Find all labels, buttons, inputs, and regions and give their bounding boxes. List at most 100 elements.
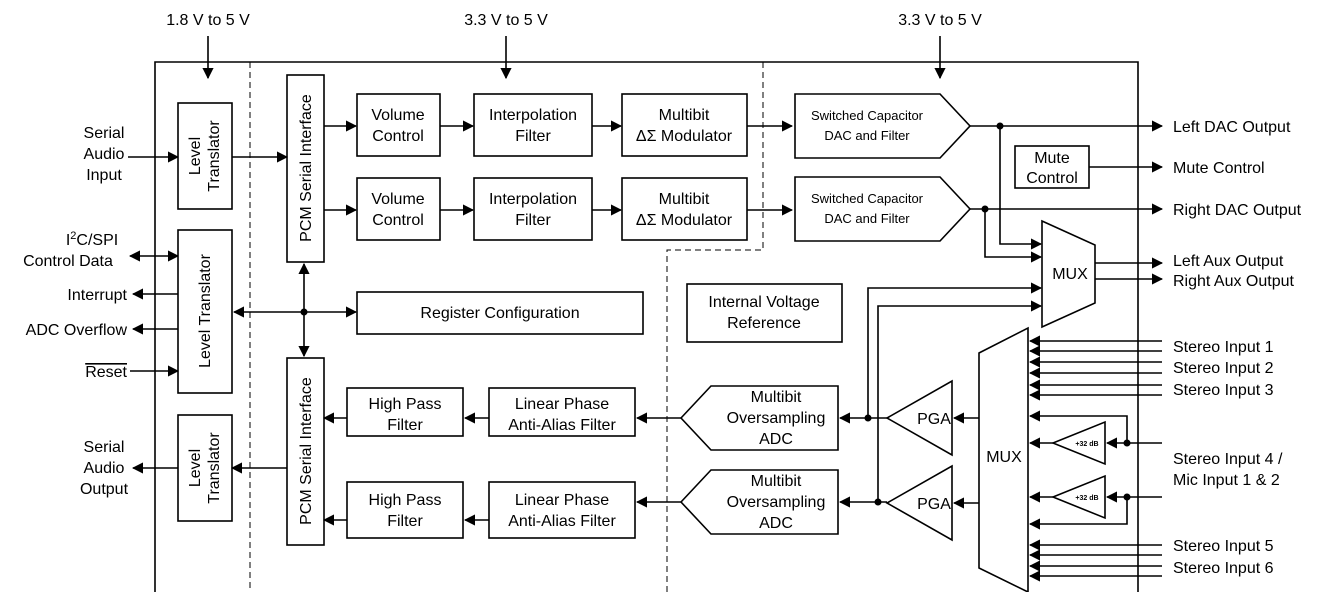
- svg-text:Control: Control: [372, 128, 424, 145]
- interrupt-label: Interrupt: [67, 287, 127, 304]
- svg-text:Switched Capacitor: Switched Capacitor: [811, 108, 924, 123]
- svg-text:Filter: Filter: [387, 417, 423, 434]
- svg-text:Level: Level: [187, 449, 204, 487]
- svg-text:PCM Serial Interface: PCM Serial Interface: [298, 377, 315, 525]
- svg-text:Volume: Volume: [371, 107, 424, 124]
- reset-label: Reset: [85, 364, 127, 381]
- right-aux-output-label: Right Aux Output: [1173, 273, 1295, 290]
- left-dac-output-label: Left DAC Output: [1173, 119, 1291, 136]
- i2c-spi-label: I2C/SPI Control Data: [23, 230, 118, 270]
- svg-text:Interpolation: Interpolation: [489, 107, 577, 124]
- register-configuration-block: Register Configuration: [356, 291, 644, 335]
- switched-cap-dac-top: Switched Capacitor DAC and Filter: [794, 93, 972, 159]
- svg-text:Serial: Serial: [84, 439, 125, 456]
- supply-label-1: 1.8 V to 5 V: [166, 12, 250, 29]
- svg-text:Multibit: Multibit: [659, 191, 710, 208]
- svg-text:Linear Phase: Linear Phase: [515, 492, 609, 509]
- high-pass-filter-bottom: High Pass Filter: [346, 481, 464, 539]
- stereo-input-5-label: Stereo Input 5: [1173, 538, 1274, 555]
- stereo-input-2-label: Stereo Input 2: [1173, 360, 1274, 377]
- svg-text:Anti-Alias Filter: Anti-Alias Filter: [508, 417, 616, 434]
- svg-text:Translator: Translator: [206, 120, 223, 192]
- svg-text:+32 dB: +32 dB: [1075, 441, 1098, 448]
- svg-text:MUX: MUX: [1052, 266, 1088, 283]
- volume-control-bottom: Volume Control: [356, 177, 441, 241]
- multibit-modulator-top: Multibit ΔΣ Modulator: [621, 93, 748, 157]
- internal-voltage-reference-block: Internal Voltage Reference: [686, 283, 843, 343]
- switched-cap-dac-bottom: Switched Capacitor DAC and Filter: [794, 176, 972, 242]
- svg-text:Audio: Audio: [84, 146, 125, 163]
- left-dac-to-mux: [999, 126, 1043, 250]
- svg-text:Internal Voltage: Internal Voltage: [708, 294, 819, 311]
- svg-text:Level Translator: Level Translator: [197, 253, 214, 368]
- stereo-input-1-label: Stereo Input 1: [1173, 339, 1274, 356]
- svg-text:Control Data: Control Data: [23, 253, 113, 270]
- adc2-junction: [874, 498, 882, 506]
- stereo-input-4-label: Stereo Input 4 / Mic Input 1 & 2: [1173, 451, 1283, 489]
- svg-text:Serial: Serial: [84, 125, 125, 142]
- svg-text:Multibit: Multibit: [751, 389, 802, 406]
- mute-control-label: Mute Control: [1173, 160, 1265, 177]
- svg-text:MUX: MUX: [986, 449, 1022, 466]
- svg-text:Multibit: Multibit: [751, 473, 802, 490]
- svg-text:Interpolation: Interpolation: [489, 191, 577, 208]
- svg-text:Mute: Mute: [1034, 150, 1070, 167]
- svg-text:Multibit: Multibit: [659, 107, 710, 124]
- linear-phase-filter-top: Linear Phase Anti-Alias Filter: [488, 387, 636, 437]
- chip-outline: [154, 61, 1139, 592]
- level-translator-top: Level Translator: [177, 102, 233, 210]
- stereo-input-6-label: Stereo Input 6: [1173, 560, 1274, 577]
- level-translator-middle: Level Translator: [177, 229, 233, 394]
- supply-label-2: 3.3 V to 5 V: [464, 12, 548, 29]
- svg-text:Linear Phase: Linear Phase: [515, 396, 609, 413]
- output-mux: MUX: [1041, 219, 1096, 329]
- left-aux-output-label: Left Aux Output: [1173, 253, 1284, 270]
- svg-text:Translator: Translator: [206, 432, 223, 504]
- svg-text:High Pass: High Pass: [369, 492, 442, 509]
- multibit-modulator-bottom: Multibit ΔΣ Modulator: [621, 177, 748, 241]
- mute-control-block: Mute Control: [1014, 145, 1090, 189]
- adc-overflow-label: ADC Overflow: [26, 322, 128, 339]
- mic-gain-top: +32 dB: [1050, 420, 1106, 466]
- svg-text:PCM Serial Interface: PCM Serial Interface: [298, 94, 315, 242]
- svg-text:Oversampling: Oversampling: [727, 410, 826, 427]
- supply-label-3: 3.3 V to 5 V: [898, 12, 982, 29]
- svg-text:Volume: Volume: [371, 191, 424, 208]
- svg-text:+32 dB: +32 dB: [1075, 495, 1098, 502]
- svg-text:ADC: ADC: [759, 431, 793, 448]
- mic-bypass-top: [1028, 410, 1128, 443]
- pga-top: PGA: [885, 379, 953, 457]
- stereo-input-lines: [1028, 335, 1162, 582]
- svg-text:PGA: PGA: [917, 411, 951, 428]
- svg-text:ΔΣ Modulator: ΔΣ Modulator: [636, 128, 733, 145]
- svg-text:Switched Capacitor: Switched Capacitor: [811, 191, 924, 206]
- pcm-serial-interface-top: PCM Serial Interface: [286, 74, 325, 263]
- svg-text:Filter: Filter: [515, 128, 551, 145]
- svg-text:DAC and Filter: DAC and Filter: [824, 128, 910, 143]
- svg-text:ΔΣ Modulator: ΔΣ Modulator: [636, 212, 733, 229]
- input-mux: MUX: [978, 326, 1029, 592]
- serial-audio-output-label: Serial Audio Output: [80, 439, 129, 498]
- svg-text:Anti-Alias Filter: Anti-Alias Filter: [508, 513, 616, 530]
- mic-bypass-bottom: [1028, 497, 1128, 530]
- svg-text:Filter: Filter: [515, 212, 551, 229]
- serial-audio-input-label: Serial Audio Input: [84, 125, 125, 184]
- right-dac-to-mux: [984, 209, 1043, 263]
- mic-gain-bottom: +32 dB: [1050, 474, 1106, 520]
- svg-text:I2C/SPI: I2C/SPI: [66, 230, 118, 249]
- interpolation-filter-bottom: Interpolation Filter: [473, 177, 593, 241]
- high-pass-filter-top: High Pass Filter: [346, 387, 464, 437]
- svg-text:PGA: PGA: [917, 496, 951, 513]
- adc1-to-mux: [867, 282, 1043, 418]
- svg-text:Audio: Audio: [84, 460, 125, 477]
- svg-text:Level: Level: [187, 137, 204, 175]
- svg-text:Register Configuration: Register Configuration: [420, 305, 579, 322]
- svg-text:ADC: ADC: [759, 515, 793, 532]
- linear-phase-filter-bottom: Linear Phase Anti-Alias Filter: [488, 481, 636, 539]
- adc2-to-mux: [877, 300, 1043, 502]
- svg-text:Control: Control: [1026, 170, 1078, 187]
- svg-text:Reference: Reference: [727, 315, 801, 332]
- svg-text:Stereo Input 4 /: Stereo Input 4 /: [1173, 451, 1283, 468]
